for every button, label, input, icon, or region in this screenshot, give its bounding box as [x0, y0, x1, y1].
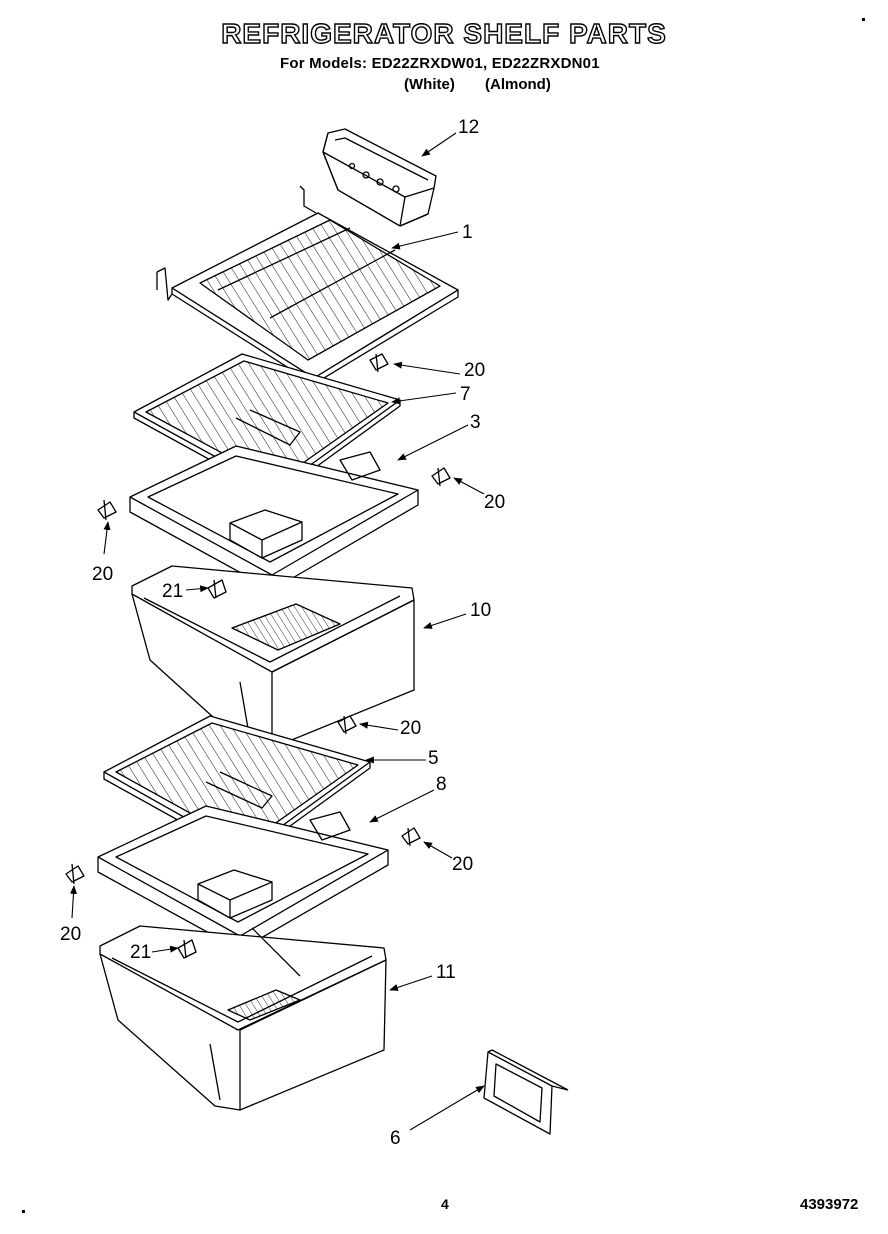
clip-20-icon: [401, 827, 421, 847]
clip-21-icon: [207, 579, 227, 599]
clip-21-icon: [177, 939, 197, 959]
clip-20-icon: [431, 467, 451, 487]
callout-12: 12: [458, 117, 479, 138]
callout-21: 21: [130, 942, 151, 963]
part-6-label-card: [483, 1049, 569, 1135]
callout-21: 21: [162, 581, 183, 602]
clip-20-icon: [65, 863, 85, 885]
callout-11: 11: [436, 962, 456, 983]
callout-20: 20: [484, 492, 505, 513]
callout-20: 20: [452, 854, 473, 875]
callout-20: 20: [60, 924, 81, 945]
variant-almond: (Almond): [485, 76, 551, 93]
clip-20-icon: [337, 715, 357, 735]
callout-20: 20: [400, 718, 421, 739]
part-8-crisper-frame: [97, 805, 389, 951]
callout-5: 5: [428, 748, 439, 769]
callout-3: 3: [470, 412, 481, 433]
callout-20: 20: [464, 360, 485, 381]
callout-8: 8: [436, 774, 447, 795]
part-12-bin: [322, 128, 437, 227]
callout-1: 1: [462, 222, 473, 243]
registration-mark: [22, 1210, 25, 1213]
part-1-top-shelf: [156, 185, 459, 385]
callout-10: 10: [470, 600, 491, 621]
clip-20-icon: [97, 499, 117, 521]
registration-mark: [862, 18, 865, 21]
document-number: 4393972: [800, 1196, 859, 1213]
callout-7: 7: [460, 384, 471, 405]
part-3-crisper-frame: [129, 445, 419, 591]
variant-white: (White): [404, 76, 455, 93]
clip-20-icon: [369, 353, 389, 373]
page-title: REFRIGERATOR SHELF PARTS: [221, 17, 667, 49]
models-line: For Models: ED22ZRXDW01, ED22ZRXDN01: [280, 55, 600, 72]
callout-20: 20: [92, 564, 113, 585]
page-number: 4: [441, 1196, 449, 1212]
callout-6: 6: [390, 1128, 401, 1149]
